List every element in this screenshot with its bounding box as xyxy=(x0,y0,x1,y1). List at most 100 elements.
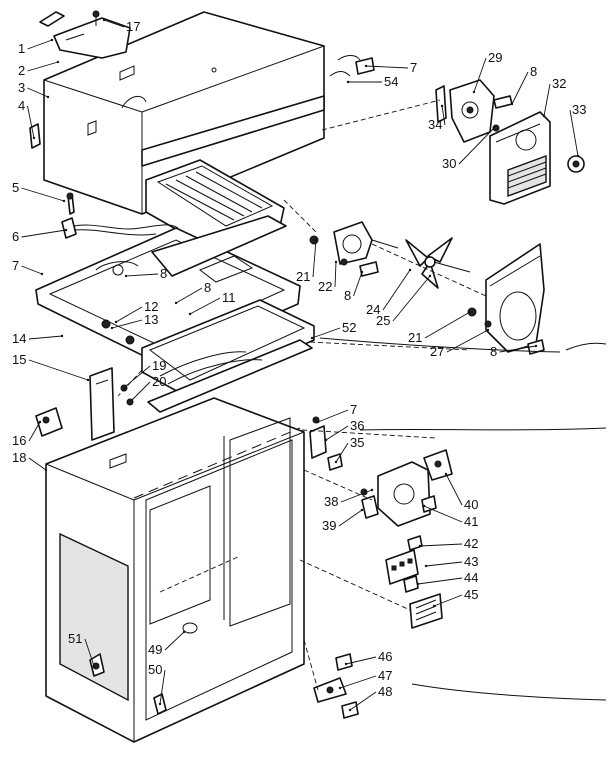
callout-leader-tip xyxy=(576,154,580,158)
callout-leaders xyxy=(21,18,580,712)
callout-leader-line xyxy=(21,229,67,238)
callout-leader-line xyxy=(446,329,489,353)
callout-label: 2 xyxy=(18,63,25,78)
callout-leader-line xyxy=(115,306,143,323)
grille-and-knob xyxy=(489,111,585,205)
callout-leader-tip xyxy=(534,344,538,348)
callout-label: 46 xyxy=(378,649,392,664)
callout-label: 4 xyxy=(18,98,25,113)
callout-label: 38 xyxy=(324,494,338,509)
callout-leader-tip xyxy=(360,508,364,512)
callout-leader-line xyxy=(159,669,166,705)
callout-leader-tip xyxy=(422,504,426,508)
callout-label: 25 xyxy=(376,313,390,328)
margin-strokes xyxy=(319,337,607,701)
callout-leader-tip xyxy=(364,64,368,68)
callout-label: 14 xyxy=(12,331,26,346)
callout-leader-tip xyxy=(60,334,64,338)
callout-label: 5 xyxy=(12,180,19,195)
callout-leader-line xyxy=(125,365,151,387)
callout-leader-tip xyxy=(472,90,476,94)
callout-label: 17 xyxy=(126,19,140,34)
callout-leader-line xyxy=(445,473,463,506)
callout-leader-tip xyxy=(316,420,320,424)
callout-leader-line xyxy=(569,109,579,157)
fan-motor xyxy=(309,221,399,277)
callout-leader-line xyxy=(27,61,59,72)
callout-label: 12 xyxy=(144,299,158,314)
callout-leader-tip xyxy=(64,228,68,232)
top-wrapper xyxy=(43,11,325,215)
callout-label: 34 xyxy=(428,117,442,132)
callout-leader-line xyxy=(164,631,185,651)
callout-leader-line xyxy=(189,297,221,315)
callout-label: 6 xyxy=(12,229,19,244)
callout-leader-line xyxy=(334,261,337,288)
callout-label: 35 xyxy=(350,435,364,450)
callout-leader-tip xyxy=(424,564,428,568)
callout-leader-line xyxy=(458,127,495,165)
callout-label: 33 xyxy=(572,102,586,117)
callout-leader-line xyxy=(349,691,377,711)
callout-label: 30 xyxy=(442,156,456,171)
callout-leader-line xyxy=(424,311,471,339)
callout-label: 50 xyxy=(148,662,162,677)
callout-leader-line xyxy=(338,509,363,527)
callout-label: 15 xyxy=(12,352,26,367)
callout-leader-tip xyxy=(40,272,44,276)
callout-leader-tip xyxy=(86,378,90,382)
callout-leader-tip xyxy=(158,702,162,706)
callout-leader-line xyxy=(417,577,463,585)
callout-label: 18 xyxy=(12,450,26,465)
top-mount-bracket xyxy=(39,10,131,59)
callout-leader-line xyxy=(499,345,537,353)
callout-leader-tip xyxy=(440,104,444,108)
callout-leader-line xyxy=(21,265,43,275)
callout-label: 20 xyxy=(152,374,166,389)
callout-leader-line xyxy=(27,105,35,139)
callout-leader-tip xyxy=(334,460,338,464)
callout-label: 49 xyxy=(148,642,162,657)
callout-label: 1 xyxy=(18,41,25,56)
callout-leader-line xyxy=(317,409,349,423)
callout-leader-tip xyxy=(46,95,50,99)
callout-leader-tip xyxy=(92,664,96,668)
callout-leader-line xyxy=(339,675,377,689)
callout-leader-line xyxy=(111,319,143,329)
callout-label: 39 xyxy=(322,518,336,533)
callout-label: 44 xyxy=(464,570,478,585)
callout-leader-tip xyxy=(416,582,420,586)
callout-leader-tip xyxy=(432,604,436,608)
callout-leader-line xyxy=(433,594,463,607)
callout-leader-tip xyxy=(56,60,60,64)
callout-label: 8 xyxy=(490,344,497,359)
callout-label: 22 xyxy=(318,279,332,294)
callout-leader-line xyxy=(84,638,95,667)
callout-leader-tip xyxy=(50,38,54,42)
callout-leader-tip xyxy=(348,708,352,712)
callout-leader-line xyxy=(175,287,203,304)
callout-leader-tip xyxy=(174,301,178,305)
callout-leader-line xyxy=(27,87,49,98)
callout-leader-line xyxy=(21,187,65,202)
callout-leader-line xyxy=(511,71,529,105)
callout-leader-line xyxy=(543,83,551,117)
callout-leader-line xyxy=(103,19,125,28)
callout-label: 41 xyxy=(464,514,478,529)
callout-label: 16 xyxy=(12,433,26,448)
left-screws xyxy=(29,123,75,215)
callout-leader-line xyxy=(365,65,409,69)
callout-label: 42 xyxy=(464,536,478,551)
callout-leader-tip xyxy=(310,336,314,340)
callout-leader-tip xyxy=(110,326,114,330)
callout-label: 8 xyxy=(530,64,537,79)
callout-leader-tip xyxy=(114,320,118,324)
callout-leader-tip xyxy=(428,274,432,278)
callout-label: 27 xyxy=(430,344,444,359)
callout-leader-tip xyxy=(62,199,66,203)
callout-leader-tip xyxy=(360,270,364,274)
callout-leader-tip xyxy=(124,384,128,388)
callout-label: 7 xyxy=(350,402,357,417)
callout-leader-tip xyxy=(32,136,36,140)
